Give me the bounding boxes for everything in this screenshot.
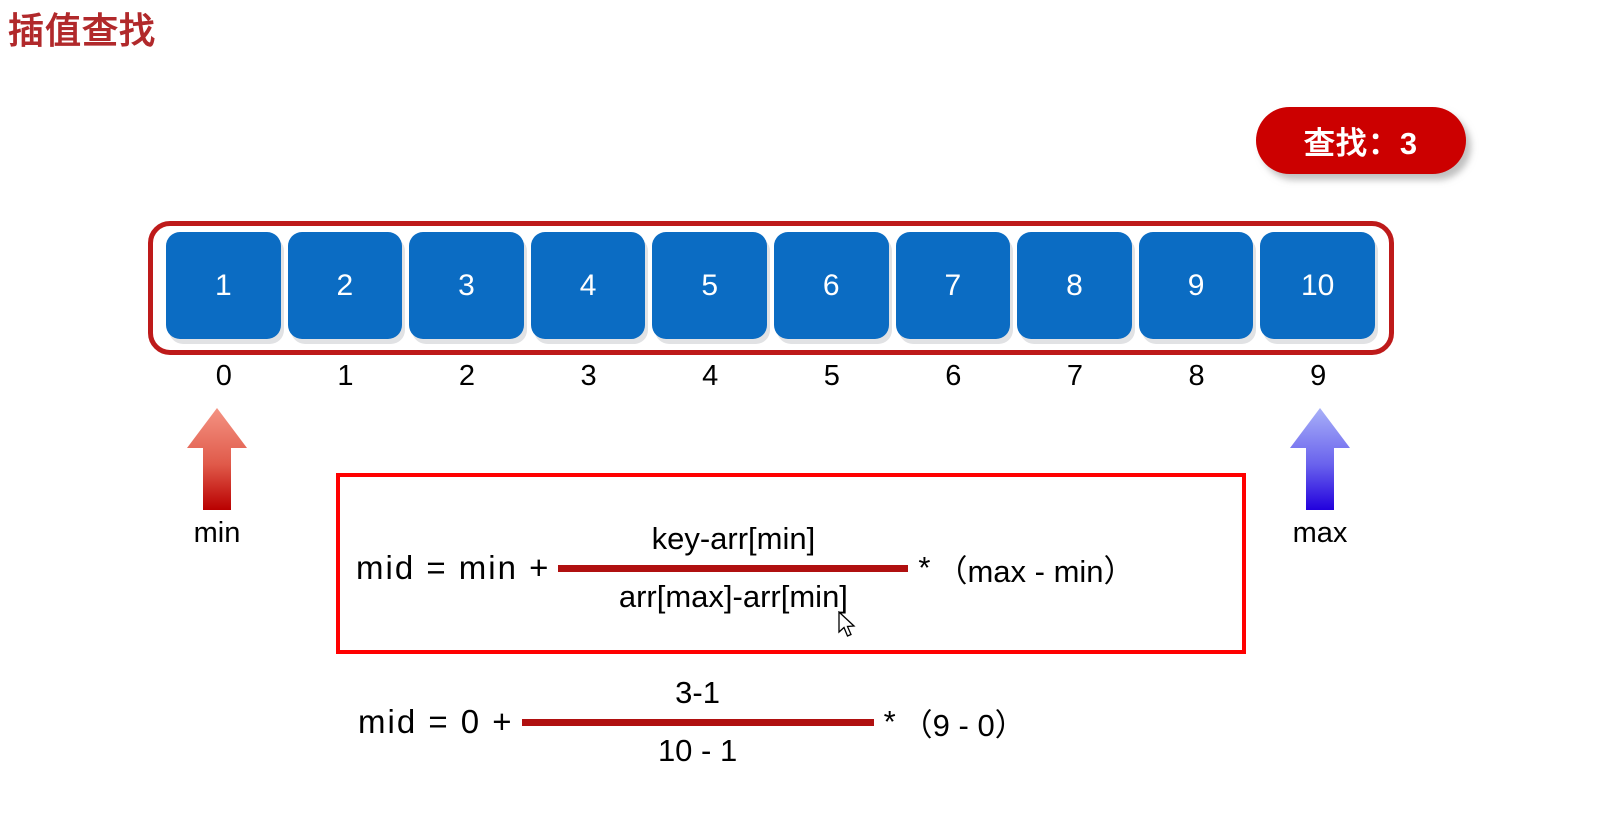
array-cell-box: 2 <box>287 232 403 339</box>
array-index-label: 8 <box>1188 360 1205 392</box>
array-cell[interactable]: 5 <box>649 229 771 347</box>
array-cell-box: 1 <box>166 232 281 339</box>
array-index-label: 7 <box>1066 360 1084 392</box>
array-cell-box: 8 <box>1017 232 1132 339</box>
array-cell[interactable]: 6 <box>771 229 893 347</box>
array-index-row: 0 1 2 3 4 5 6 7 8 9 <box>163 360 1379 393</box>
array-cell[interactable]: 10 <box>1257 229 1379 347</box>
search-key-badge: 查找：3 <box>1256 107 1466 174</box>
max-pointer: max <box>1255 406 1385 550</box>
array-cell-value: 9 <box>1187 268 1205 302</box>
array-index-label: 6 <box>945 360 962 392</box>
array-index-label: 5 <box>823 360 840 392</box>
array-cell-value: 8 <box>1066 268 1083 302</box>
array-cell-value: 6 <box>822 268 840 302</box>
formula-values: mid = 0 + 3-1 10 - 1 * （9 - 0） <box>358 674 1026 771</box>
formula-values-numerator: 3-1 <box>675 675 720 710</box>
array-cell-box: 3 <box>409 232 524 339</box>
formula-general-denominator: arr[max]-arr[min] <box>618 578 848 614</box>
array-cell-value: 3 <box>458 268 475 302</box>
array-cell[interactable]: 1 <box>163 229 285 347</box>
formula-general-operator: * <box>918 550 931 586</box>
array-cell-box: 7 <box>895 232 1011 339</box>
array-cell-value: 7 <box>944 268 962 302</box>
array-cell-box: 5 <box>652 232 767 339</box>
array-cell[interactable]: 3 <box>406 229 528 347</box>
array-cells: 1 2 3 4 5 6 7 8 9 <box>163 229 1379 347</box>
fraction-bar <box>558 564 909 572</box>
array-cell-value: 1 <box>214 268 232 302</box>
array-index-label: 4 <box>702 360 719 392</box>
array-cell-box: 9 <box>1138 232 1254 339</box>
array-index-label: 9 <box>1310 360 1327 392</box>
array-index-label: 1 <box>337 360 354 392</box>
array-cell-box: 6 <box>773 232 889 339</box>
min-pointer: min <box>152 406 282 550</box>
up-arrow-icon <box>1290 408 1350 510</box>
array-cell[interactable]: 8 <box>1014 229 1136 347</box>
array-cell-value: 10 <box>1300 268 1335 302</box>
formula-general-box <box>336 473 1246 654</box>
formula-values-fraction: 3-1 10 - 1 <box>521 674 874 771</box>
formula-general-lhs: mid = min + <box>356 549 551 587</box>
array-frame <box>148 221 1394 355</box>
up-arrow-icon <box>187 408 247 510</box>
array-index-label: 0 <box>215 360 232 392</box>
array-cell[interactable]: 2 <box>285 229 407 347</box>
formula-values-rhs: （9 - 0） <box>901 707 1026 743</box>
formula-general: mid = min + key-arr[min] arr[max]-arr[mi… <box>356 520 1135 617</box>
array-cell-value: 2 <box>336 268 354 302</box>
min-pointer-label: min <box>193 517 241 549</box>
max-pointer-label: max <box>1292 517 1348 549</box>
array-index-label: 3 <box>580 360 597 392</box>
formula-values-operator: * <box>883 704 896 740</box>
array-cell-value: 5 <box>701 268 719 302</box>
search-key-badge-label: 查找：3 <box>1303 126 1419 161</box>
fraction-bar <box>521 718 874 726</box>
page-title: 插值查找 <box>8 10 157 51</box>
array-cell[interactable]: 4 <box>528 229 650 347</box>
formula-general-fraction: key-arr[min] arr[max]-arr[min] <box>558 520 909 617</box>
array-index-label: 2 <box>458 360 476 392</box>
formula-general-rhs: （max - min） <box>936 553 1135 589</box>
formula-values-lhs: mid = 0 + <box>358 703 514 741</box>
array-cell-box: 4 <box>530 232 646 339</box>
array-cell[interactable]: 9 <box>1136 229 1258 347</box>
array-cell-box: 10 <box>1260 232 1375 339</box>
formula-general-numerator: key-arr[min] <box>651 521 816 556</box>
array-cell-value: 4 <box>579 268 597 302</box>
array-cell[interactable]: 7 <box>893 229 1015 347</box>
formula-values-denominator: 10 - 1 <box>657 732 738 768</box>
